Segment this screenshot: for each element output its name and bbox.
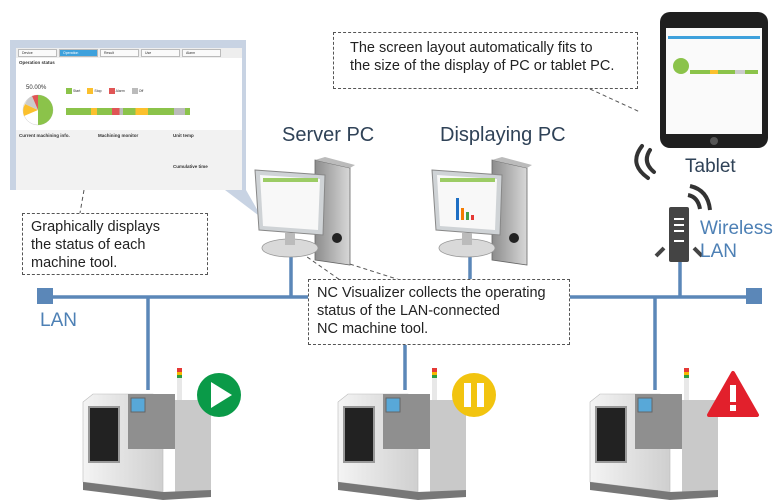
layout-note: The screen layout automatically fits to … [333,32,638,89]
wireless-label-line2: LAN [700,241,737,262]
pause-icon [452,373,496,417]
graphic-note: Graphically displays the status of each … [22,213,208,275]
wireless-router [654,184,712,262]
wifi-signal-icon [687,184,712,211]
lan-end-right [746,288,762,304]
tab-operation: Operation [59,49,98,57]
tab-alarm: Alarm [182,49,221,57]
tablet-label: Tablet [685,156,736,177]
tablet-device [660,12,768,148]
utilization-value: 50.00% [26,85,47,91]
tab-device: Device [18,49,57,57]
lan-label: LAN [40,310,77,331]
status-legend: Start Stop Alarm Off [66,88,144,94]
signal-waves-icon [634,144,656,180]
lan-end-left [37,288,53,304]
warning-icon [707,371,759,417]
current-machining-title: Current machining info. [19,133,70,138]
machine-tool-2 [337,367,467,500]
play-icon [197,373,241,417]
dashboard-screenshot: Device Operation Result Use Alarm Operat… [10,40,246,190]
machining-monitor-title: Machining monitor [98,133,139,138]
tab-use: Use [141,49,180,57]
tab-result: Result [100,49,139,57]
server-pc-label: Server PC [282,124,375,146]
wireless-label-line1: Wireless [700,218,773,239]
server-pc [254,156,356,266]
timeline-bar [66,108,190,115]
displaying-pc [431,156,533,266]
utilization-pie [22,94,54,126]
cumulative-time-title: Cumulative time [173,164,208,169]
operation-status-title: Operation status [19,60,55,65]
inset-pointer [225,190,262,218]
unit-temp-title: Unit temp [173,133,194,138]
collect-note: NC Visualizer collects the operating sta… [308,279,570,345]
displaying-pc-label: Displaying PC [440,124,566,146]
dashboard-tabs: Device Operation Result Use Alarm [16,48,242,58]
